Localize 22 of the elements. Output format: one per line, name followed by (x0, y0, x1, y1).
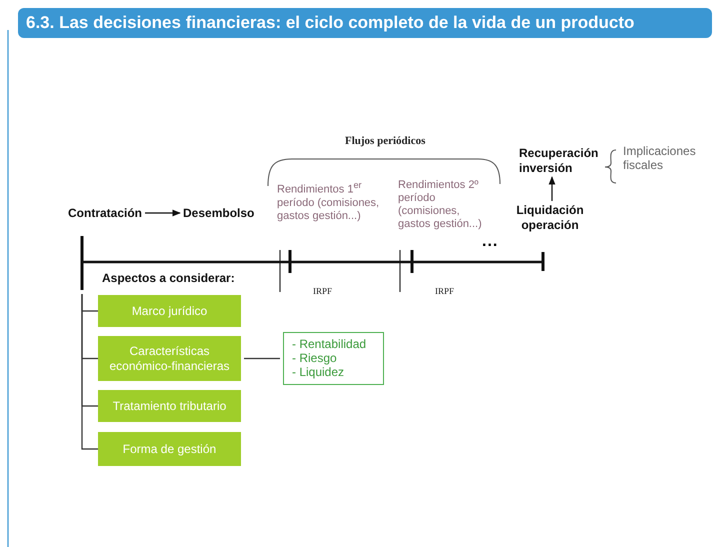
title-bar: 6.3. Las decisiones financieras: el ciclo completo de la vida de un producto (18, 8, 712, 38)
arrow (548, 176, 556, 201)
milestone-label: Desembolso (183, 206, 254, 221)
side-note: Implicaciones fiscales (623, 144, 697, 172)
arrow (145, 210, 181, 216)
aspect-box: Tratamiento tributario (98, 390, 241, 422)
milestone-label: Contratación (68, 206, 142, 221)
ellipsis: ... (482, 233, 498, 251)
aspect-box: Forma de gestión (98, 432, 241, 466)
period-note: Rendimientos 2º período (comisiones, gastos gestión...) (398, 179, 483, 231)
aspect-box: Características económico-financieras (98, 336, 241, 381)
attribute-list-box: - Rentabilidad - Riesgo - Liquidez (283, 332, 384, 385)
section-heading: Flujos periódicos (345, 135, 426, 147)
period-note: Rendimientos 1$^{er}$ período (comisiones, gastos gestión...) (277, 179, 380, 223)
milestone-label: Recuperación inversión (519, 146, 605, 176)
milestone-label: Liquidación operación (514, 203, 586, 233)
connector-line (244, 358, 280, 360)
section-heading: Aspectos a considerar: (102, 271, 235, 286)
tax-label: IRPF (435, 286, 454, 296)
aspect-box: Marco jurídico (98, 295, 241, 327)
connector-line (81, 294, 98, 450)
tax-label: IRPF (313, 286, 332, 296)
